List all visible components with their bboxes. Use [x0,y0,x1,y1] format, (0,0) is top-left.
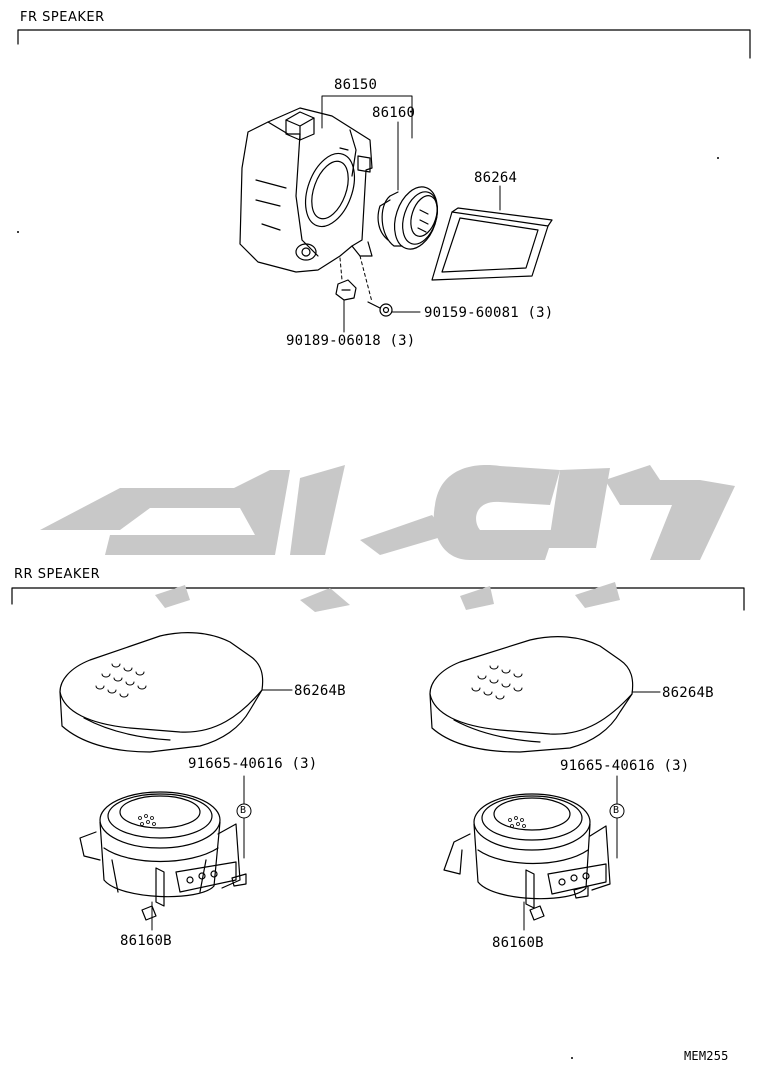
rear-left-speaker-86160b [79,791,247,921]
label-90189-06018: 90189-06018 (3) [286,333,416,349]
label-86264: 86264 [474,170,518,186]
fr-speaker-title: FR SPEAKER [20,10,105,25]
label-86160: 86160 [372,105,416,121]
rear-left-cover-86264b [59,632,293,753]
rear-right-cover-86264b [429,636,661,753]
rear-left-marker-b: B [240,805,247,816]
speaker-86160 [377,186,439,250]
rear-right-leaders [523,775,625,931]
rear-right-marker-b: B [613,805,620,816]
label-90159-60081: 90159-60081 (3) [424,305,554,321]
label-rear-right-91665: 91665-40616 (3) [560,758,690,774]
label-rear-right-86160b: 86160B [492,935,544,951]
label-rear-left-86264b: 86264B [294,683,346,699]
label-rear-left-86160b: 86160B [120,933,172,949]
diagram-code: MEM255 [684,1049,729,1063]
grille-86264 [431,207,553,281]
label-rear-right-86264b: 86264B [662,685,714,701]
screw-90159 [367,301,393,317]
fr-section-bracket [17,29,751,59]
scan-specks [17,157,719,1059]
watermark-logo [40,465,735,612]
rr-section-bracket [11,587,745,611]
label-86150: 86150 [334,77,378,93]
front-leader-lines [321,95,501,333]
label-rear-left-91665: 91665-40616 (3) [188,756,318,772]
rear-left-leaders [151,775,252,931]
rear-right-speaker-86160b [443,793,611,921]
speaker-box-86150 [239,107,373,273]
rr-speaker-title: RR SPEAKER [14,567,101,582]
nut-90189 [335,279,357,301]
